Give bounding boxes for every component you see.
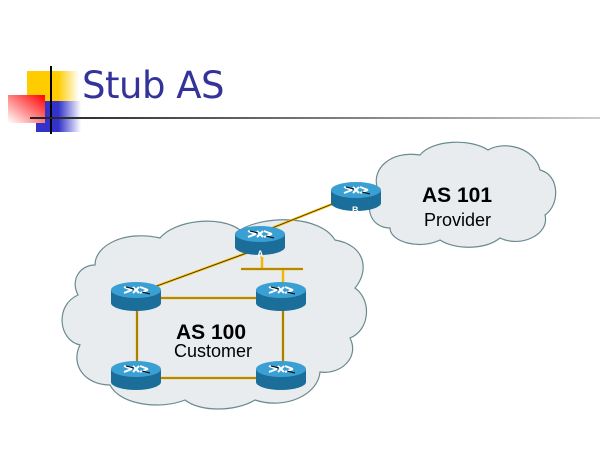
router-R3[interactable]	[110, 281, 162, 312]
router-R5[interactable]	[110, 360, 162, 391]
as101-name: AS 101	[422, 184, 492, 207]
slide-title: Stub AS	[82, 64, 225, 107]
as100-name: AS 100	[176, 321, 246, 344]
cloud-as100	[61, 219, 368, 410]
slide-logo	[8, 66, 81, 134]
router-R6[interactable]	[255, 360, 307, 391]
router-R4[interactable]	[255, 281, 307, 312]
as100-role: Customer	[174, 341, 252, 361]
router-A-label: A	[257, 249, 264, 259]
cloud-as101	[368, 141, 557, 248]
router-B-label: B	[352, 205, 359, 215]
as101-role: Provider	[424, 210, 491, 230]
title-underline	[30, 117, 600, 119]
